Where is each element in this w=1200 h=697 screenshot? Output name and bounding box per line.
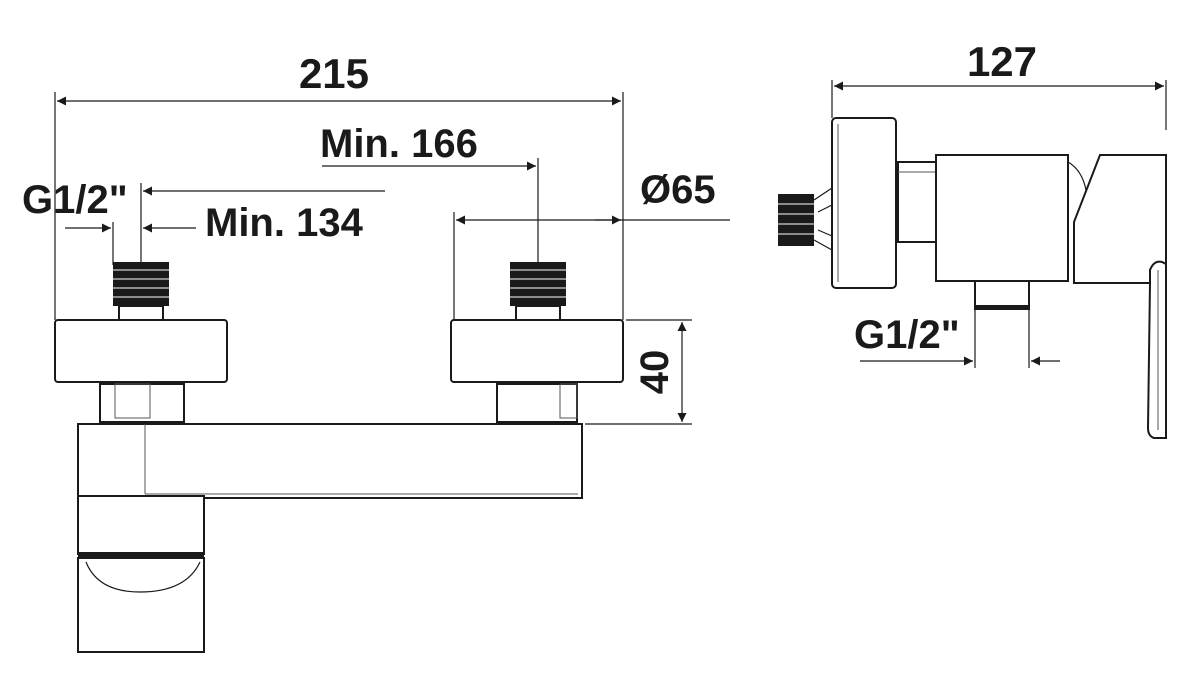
left-escutcheon <box>54 319 228 383</box>
side-escutcheon <box>831 117 897 289</box>
outlet-cap-curve <box>85 561 201 593</box>
dimension-label-215: 215 <box>299 50 369 97</box>
left-thread-connector <box>113 262 169 321</box>
dimension-label-127: 127 <box>967 38 1037 85</box>
dimension-label-min-134: Min. 134 <box>205 201 364 245</box>
right-nut <box>496 383 578 423</box>
right-nut-inner <box>559 383 578 419</box>
thread-label-outlet: G1/2" <box>854 313 960 357</box>
side-body-curve <box>1067 161 1087 191</box>
right-thread-connector <box>510 262 566 321</box>
dimension-label-diameter: Ø65 <box>640 168 716 212</box>
side-outlet <box>974 280 1030 310</box>
dimension-label-min-166: Min. 166 <box>320 122 478 166</box>
side-nut <box>897 161 937 243</box>
side-thread-connector <box>778 187 833 251</box>
left-nut <box>99 383 185 423</box>
side-view: 127 G1/2" <box>778 38 1167 439</box>
thread-label-left: G1/2" <box>22 178 128 222</box>
left-nut-inner <box>114 383 151 419</box>
outlet-column <box>77 495 205 555</box>
outlet-cap <box>77 557 205 653</box>
side-body <box>935 154 1069 282</box>
mixer-body <box>77 423 583 499</box>
side-lever-handle <box>1146 260 1167 439</box>
front-view: 215 Min. 166 G1/2" Min. 134 Ø65 40 <box>22 50 730 653</box>
right-escutcheon <box>450 319 624 383</box>
dimension-label-40: 40 <box>633 350 677 395</box>
side-outlet-ring <box>975 305 1029 310</box>
side-lever <box>1073 154 1167 284</box>
outlet-ring <box>78 552 204 558</box>
